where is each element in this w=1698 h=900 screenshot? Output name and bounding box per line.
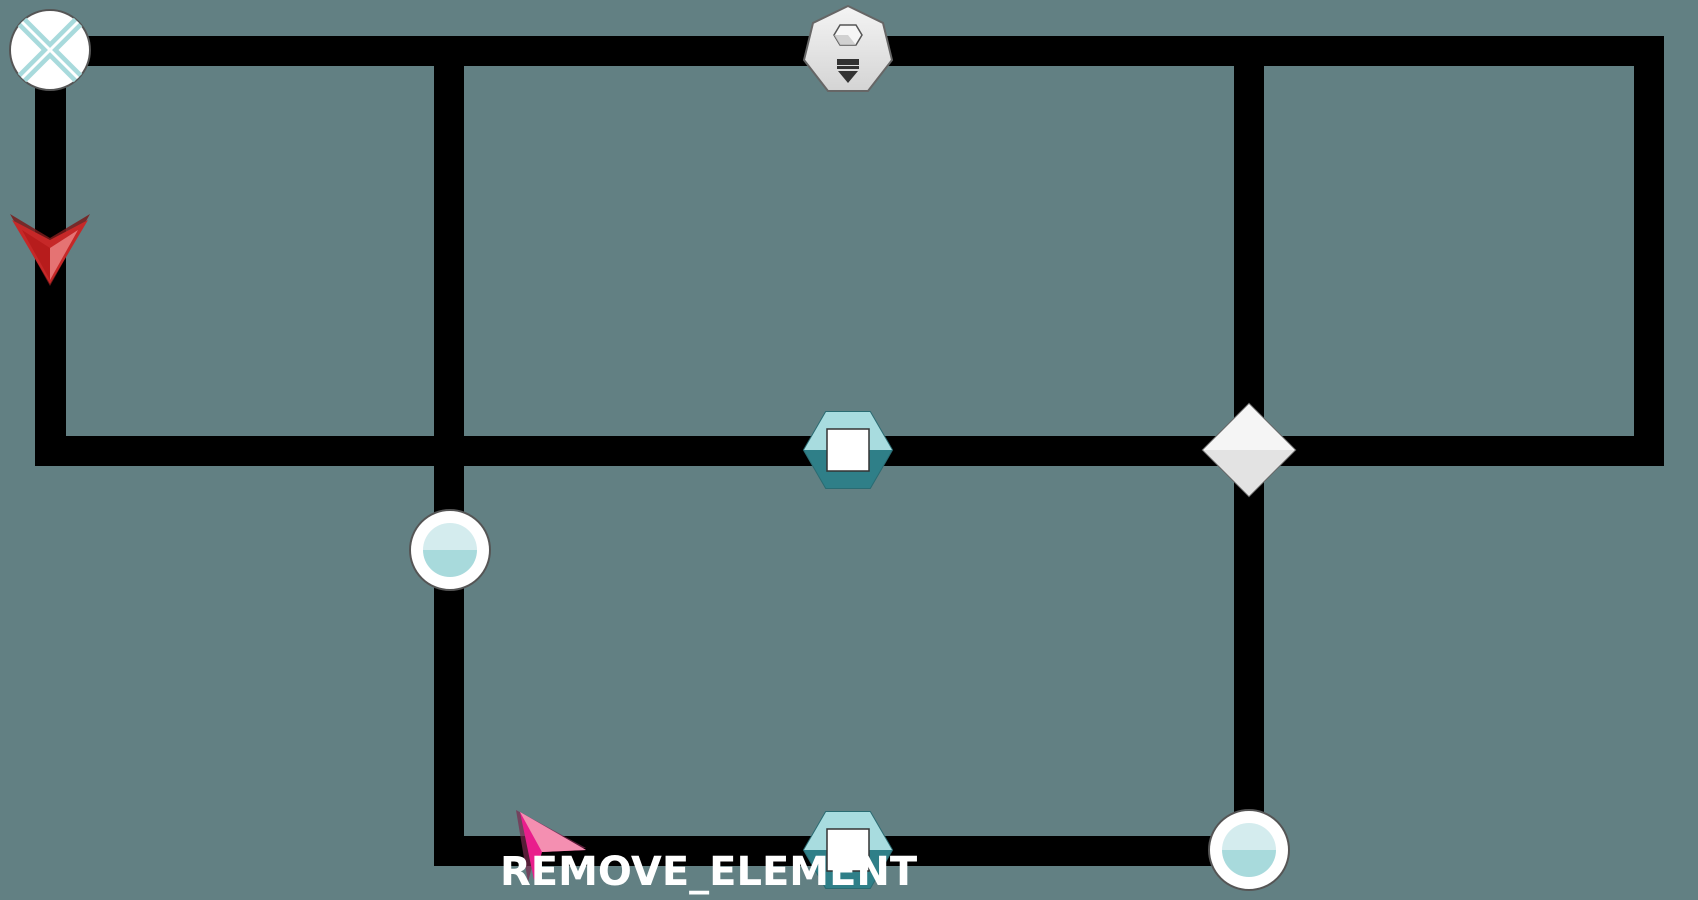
- tool-mode-label: REMOVE_ELEMENT: [500, 849, 918, 895]
- cube-icon: [833, 24, 863, 46]
- wire-col1-upper[interactable]: [434, 36, 464, 466]
- wires: [35, 36, 1664, 866]
- circle-event-icon[interactable]: [409, 509, 491, 591]
- wire-col1-lower[interactable]: [434, 436, 464, 866]
- process-square: [826, 828, 870, 872]
- wire-col2-lower[interactable]: [1234, 436, 1264, 851]
- process-square: [826, 428, 870, 472]
- wire-col2-upper[interactable]: [1234, 36, 1264, 466]
- hex-square-icon[interactable]: [802, 411, 894, 489]
- diamond-icon[interactable]: [1201, 402, 1297, 498]
- wire-right[interactable]: [1634, 36, 1664, 466]
- cube-download-icon[interactable]: [802, 4, 894, 92]
- hex-square-icon[interactable]: [802, 811, 894, 889]
- red-arrowhead-icon[interactable]: [10, 214, 90, 286]
- circle-event-icon[interactable]: [1208, 809, 1290, 891]
- x-circle-icon[interactable]: [9, 9, 91, 91]
- download-arrow-icon: [837, 59, 859, 83]
- pink-pointer-icon: [516, 810, 586, 882]
